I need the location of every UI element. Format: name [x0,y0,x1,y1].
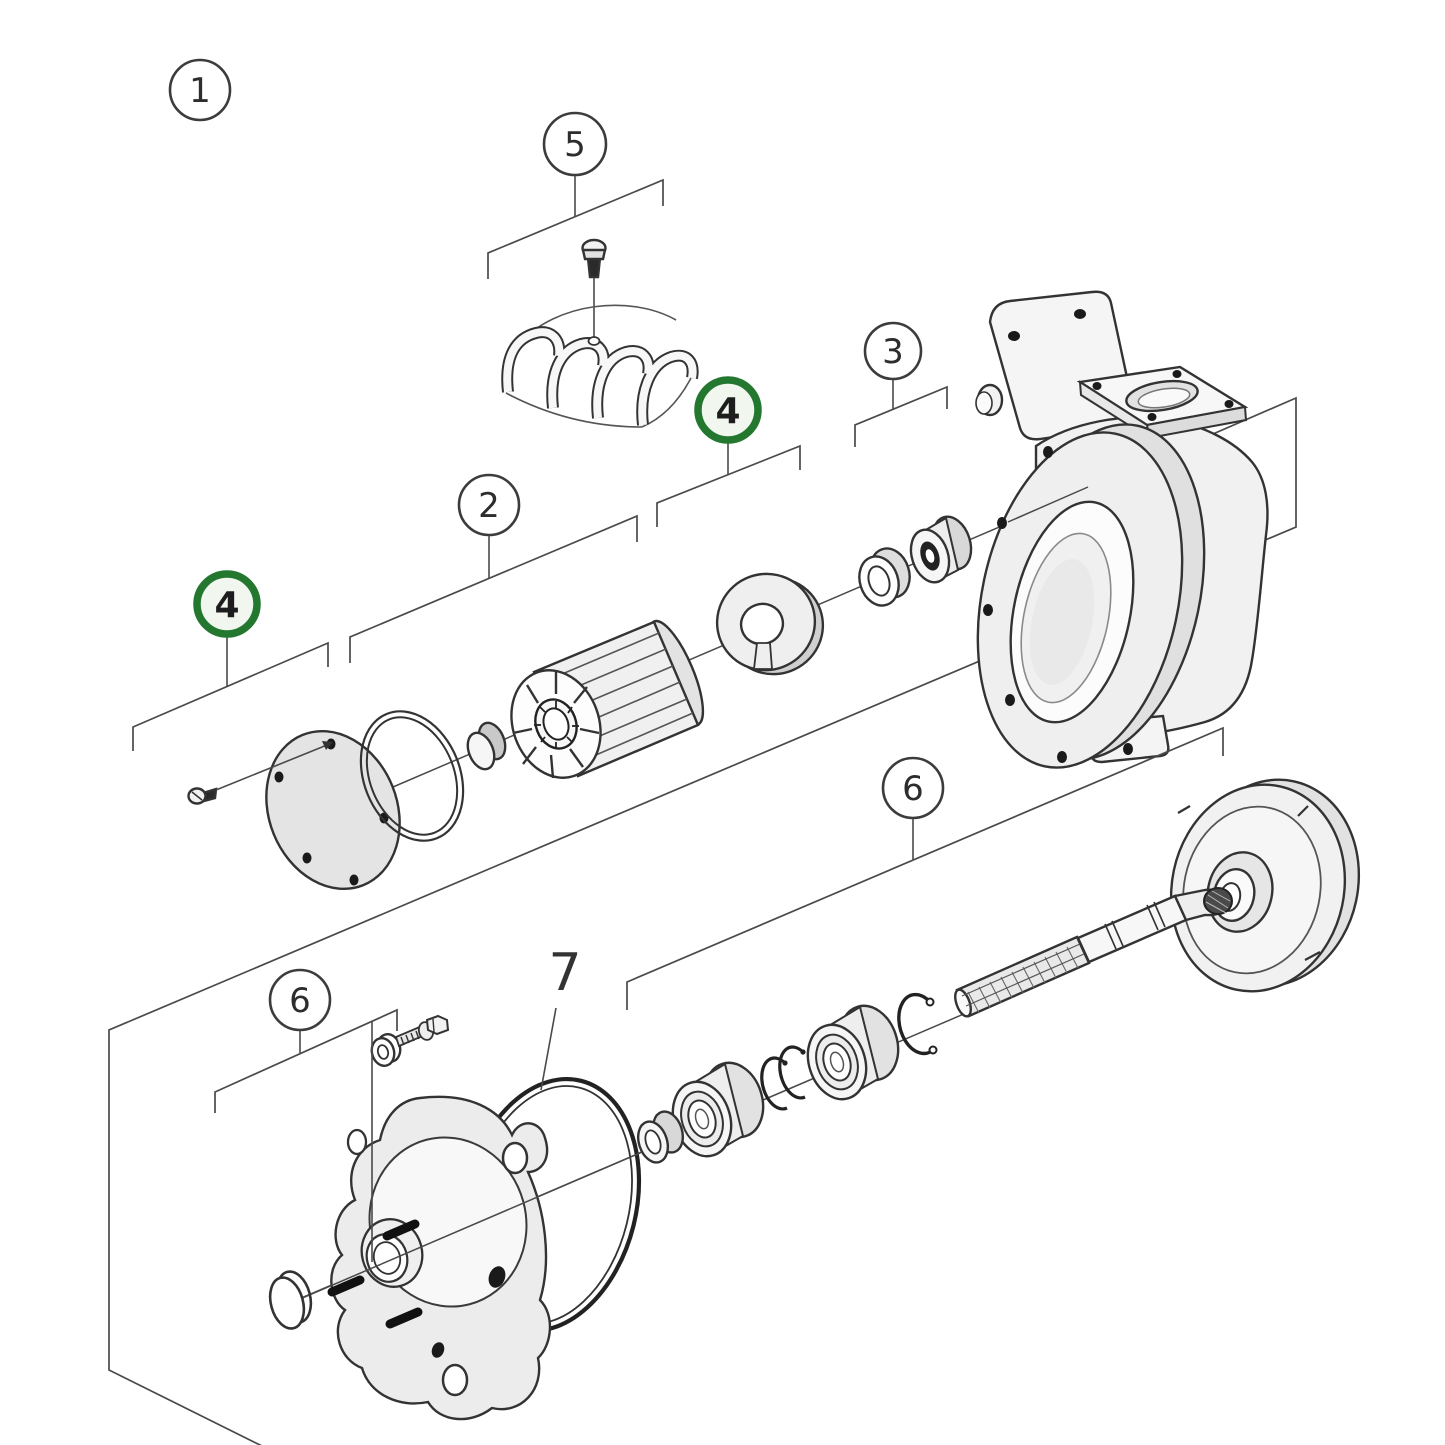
callout-2-label: 2 [478,486,500,526]
shaft-seal-ring [858,547,911,607]
pump-shaft [954,887,1233,1018]
flywheel-disc [1169,778,1361,993]
small-seal [636,1110,685,1164]
impeller-vane-tips [512,670,600,779]
callout-1[interactable]: 1 [168,58,232,122]
snap-washer [268,1270,313,1330]
bracket-group-3 [854,379,948,447]
bracket-group-5 [487,175,664,279]
wave-washers [760,1045,806,1111]
shaft-grooves [1104,901,1166,950]
callout-6-shaft-label: 6 [902,769,924,809]
bracket-group-6-bracket [214,1008,398,1262]
callout-3[interactable]: 3 [863,321,923,381]
housing-flange-bolt-holes [983,446,1133,763]
group-frame-panel [108,396,1297,1445]
callout-4-top-label: 4 [715,391,740,432]
callout-4-highlighted-top[interactable]: 4 [694,376,762,444]
bracket-group-2 [349,514,638,663]
ball-bearing-outer [806,1004,900,1101]
cam-ribs [503,328,697,426]
callout-7-label: 7 [548,943,581,1003]
cover-screw-leader-arrow [215,741,333,791]
wear-plate [715,572,825,676]
cam [501,304,699,428]
callout-4-left-label: 4 [214,585,239,626]
callout-7[interactable]: 7 [548,943,581,1003]
callout-5-label: 5 [564,125,586,165]
bracket-group-6-shaft [626,726,1224,1010]
washer-and-screw [370,1014,450,1068]
impeller [510,619,705,779]
callout-3-label: 3 [882,332,904,372]
cover-screw [187,787,218,805]
plug-bushing [466,721,507,771]
circlip [897,992,938,1056]
bracket-studs [327,1219,423,1329]
bracket-group-4-left [132,637,329,751]
pump-housing [975,290,1269,769]
lip-seal [909,515,973,584]
cover-o-ring [359,710,465,842]
impeller-spline [534,701,579,748]
callout-6-shaft[interactable]: 6 [881,756,945,820]
end-cover-plate [265,729,401,891]
flywheel-rim-marks [1177,805,1321,961]
bracket-group-4-top [656,443,801,527]
cam-screw [581,238,607,279]
shaft-tip-knurl [1205,890,1231,914]
ball-bearing-inner [671,1061,765,1158]
callout-2[interactable]: 2 [457,473,521,537]
pump-bracket [299,1095,641,1421]
callout-6-bracket-label: 6 [289,981,311,1021]
callout-1-label: 1 [189,71,211,111]
leader-7 [540,1007,557,1091]
callout-4-highlighted-left[interactable]: 4 [193,570,261,638]
callout-6-bracket[interactable]: 6 [268,968,332,1032]
callout-5[interactable]: 5 [542,111,608,177]
screw-threads [400,1030,420,1046]
